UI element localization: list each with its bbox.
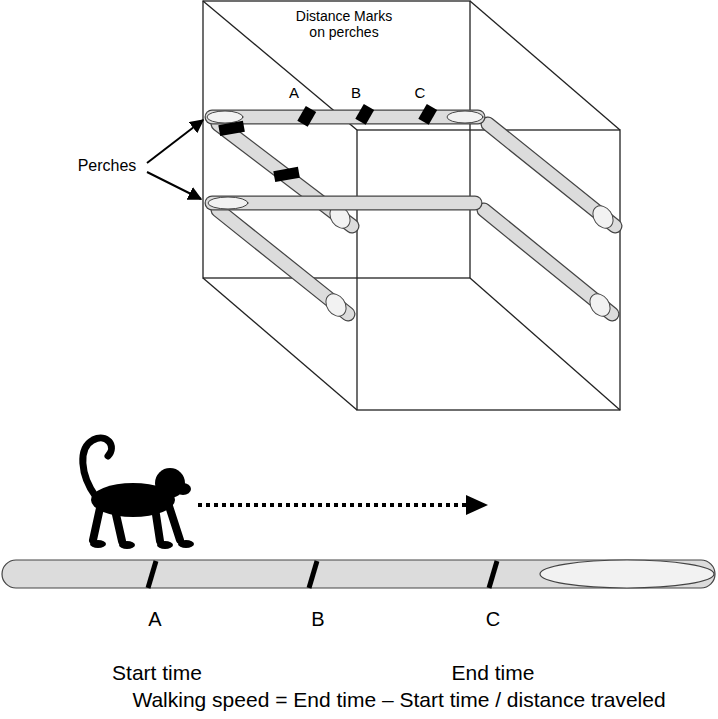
perches bbox=[207, 111, 617, 320]
mark-letter: B bbox=[351, 84, 361, 101]
cage-outline bbox=[203, 1, 620, 410]
motion-arrow bbox=[198, 495, 488, 515]
perch-closeup bbox=[2, 560, 715, 588]
time-label: End time bbox=[452, 661, 535, 685]
mark-letter: A bbox=[289, 84, 299, 101]
monkey-silhouette bbox=[83, 438, 194, 549]
distance-marks-label: Distance Marks on perches bbox=[288, 8, 400, 40]
mark-letter: C bbox=[486, 608, 500, 631]
mark-letter: B bbox=[311, 608, 324, 631]
formula-label: Walking speed = End time – Start time / … bbox=[132, 688, 665, 712]
leader-arrows bbox=[147, 120, 203, 199]
mark-letter: C bbox=[415, 84, 426, 101]
time-label: Start time bbox=[112, 661, 202, 685]
mark-letter: A bbox=[148, 608, 161, 631]
distance-marks bbox=[218, 104, 437, 182]
perches-label: Perches bbox=[78, 157, 137, 175]
